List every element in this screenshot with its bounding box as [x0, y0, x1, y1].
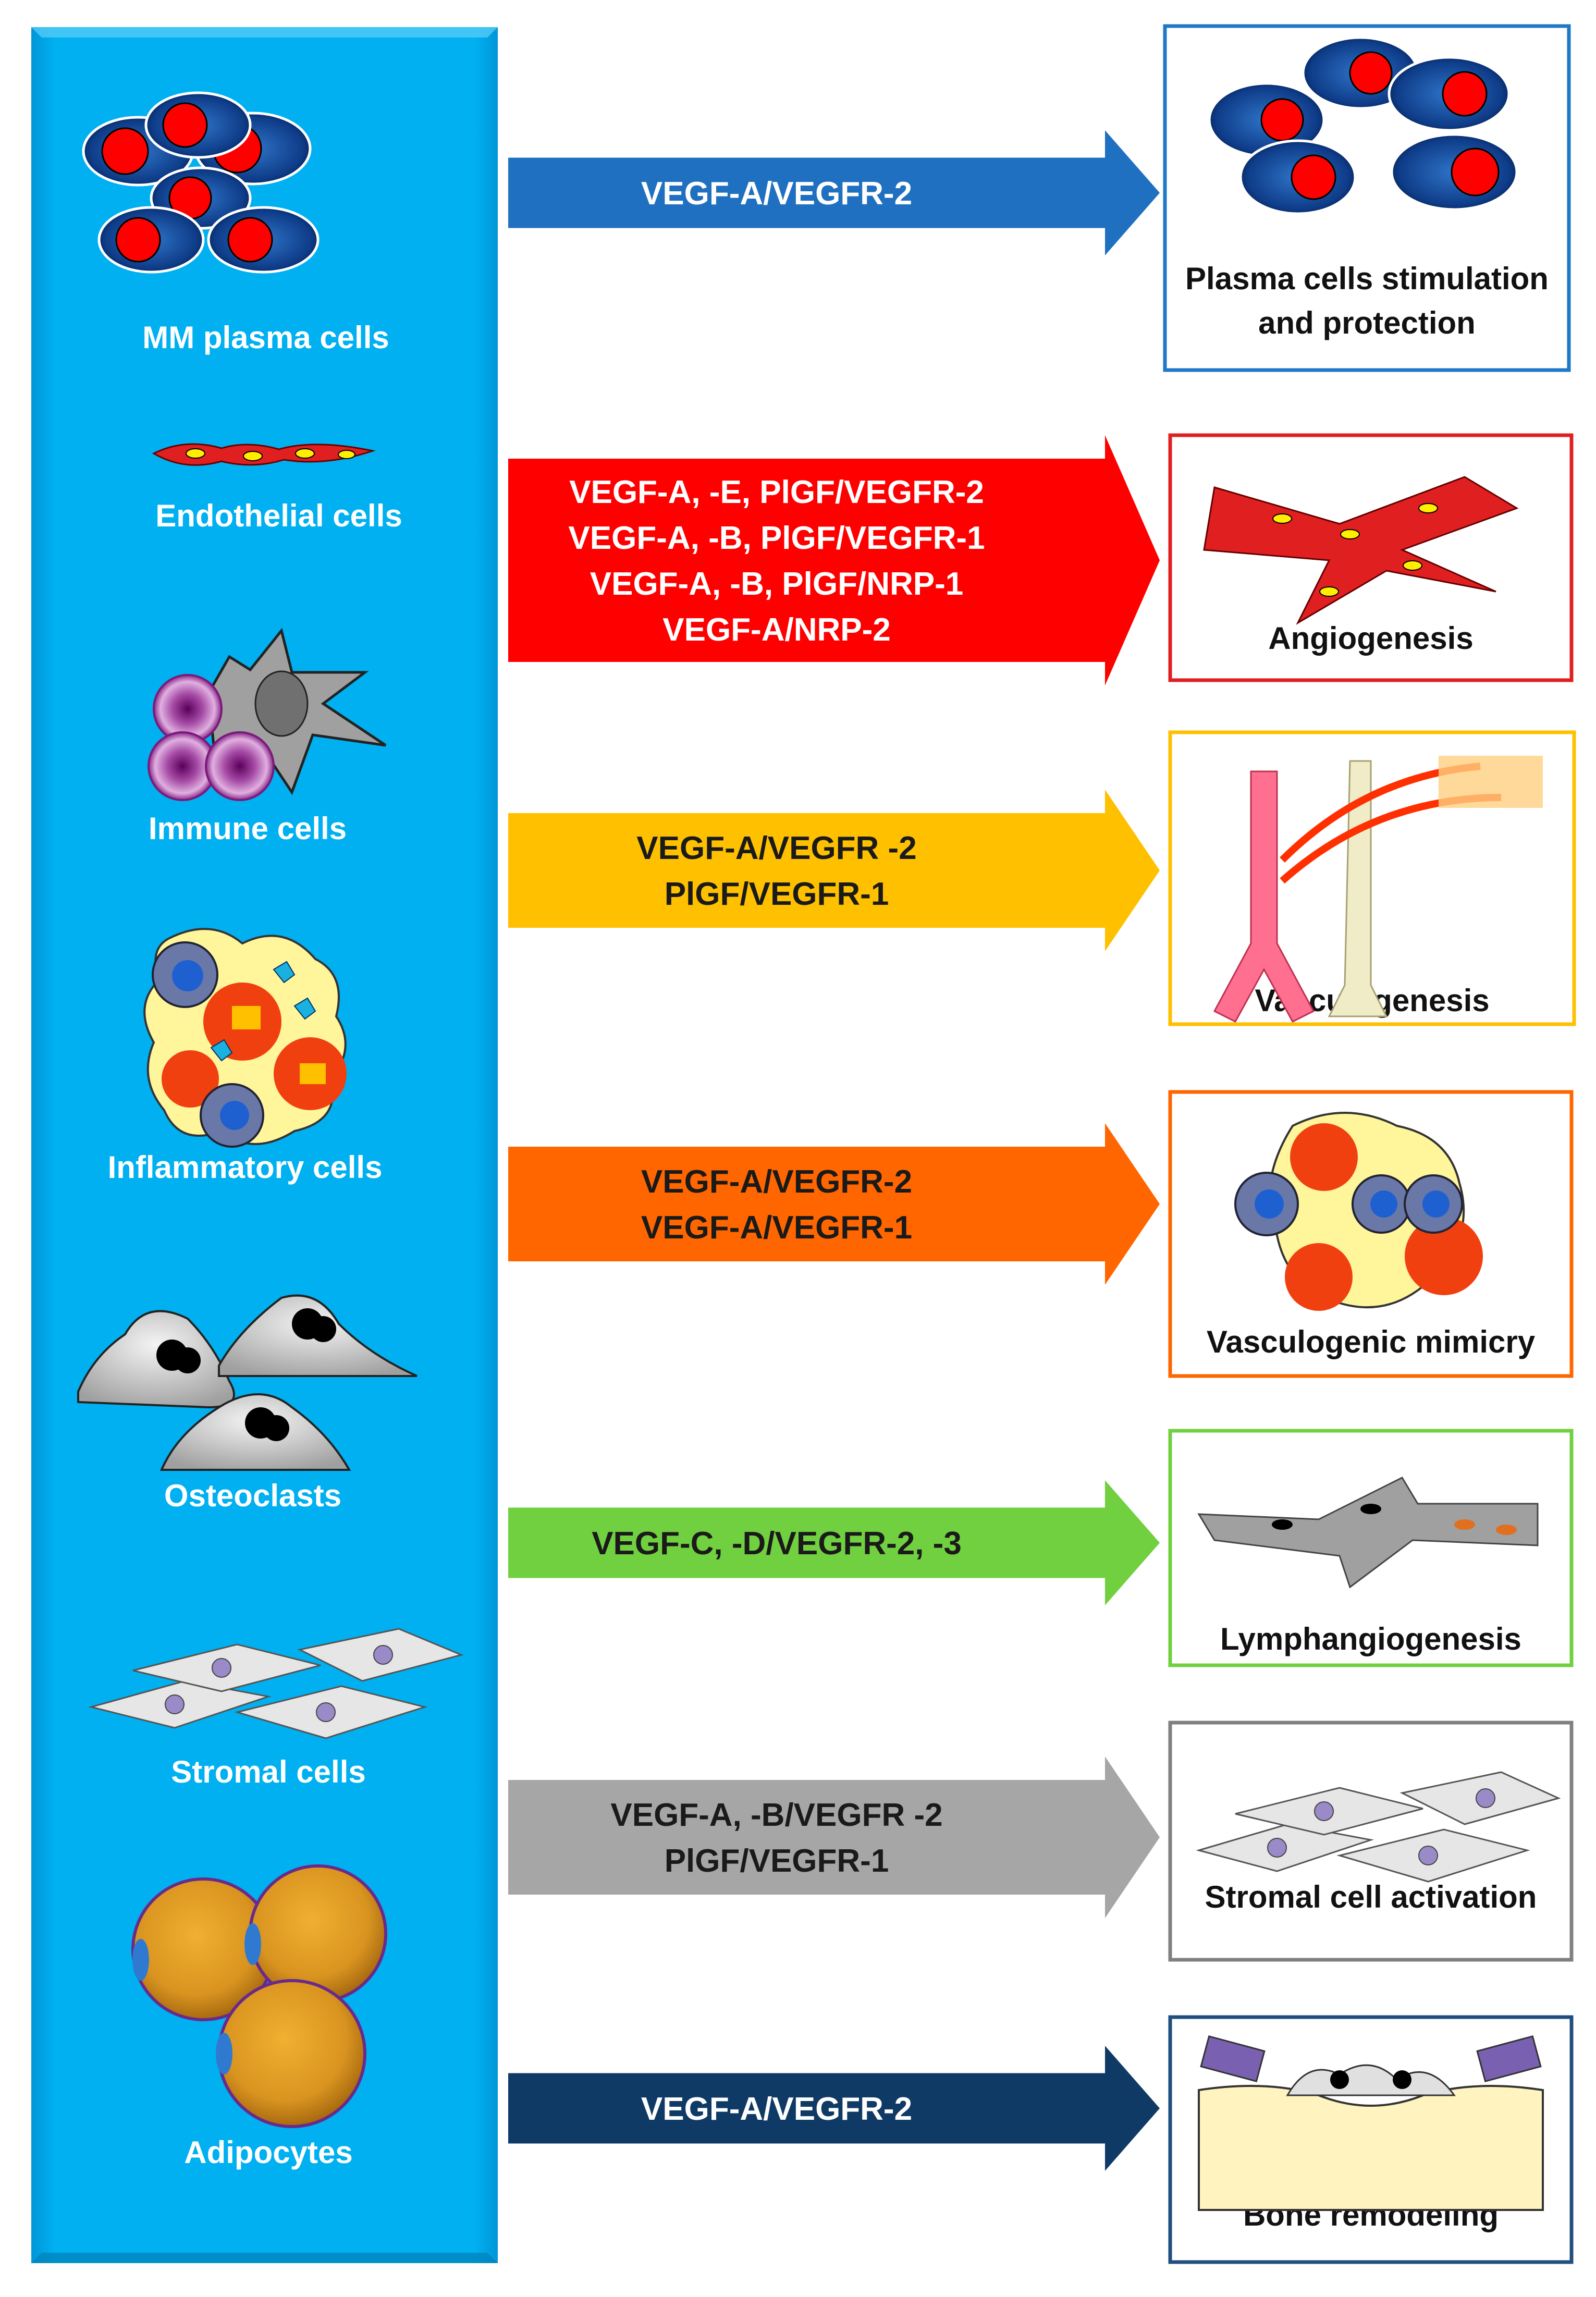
plasma-outcome-icon	[1208, 36, 1518, 215]
pathway-arrow	[508, 1480, 1160, 1605]
outcome-label: Stromal cell activation	[1205, 1880, 1537, 1914]
pathway-label: VEGF-A/VEGFR-2	[641, 2091, 912, 2127]
pathway-label: VEGF-A/VEGFR-1	[641, 1210, 912, 1246]
stromal-cells-icon	[88, 1628, 464, 1739]
outcome-label: and protection	[1258, 305, 1476, 340]
pathway-arrow	[508, 2046, 1160, 2171]
outcome-label: Angiogenesis	[1268, 621, 1473, 656]
pathway-label: VEGF-A, -B, PlGF/VEGFR-1	[568, 520, 985, 556]
cell-label: Stromal cells	[171, 1754, 366, 1789]
pathway-arrow	[508, 1756, 1160, 1918]
vasculogenic-mimicry-icon	[1234, 1112, 1483, 1311]
angiogenesis-icon	[1203, 476, 1519, 625]
vasculogenesis-icon	[1213, 756, 1543, 1023]
stromal-activation-icon	[1196, 1771, 1561, 1883]
cell-label: Immune cells	[149, 811, 347, 846]
plasma-cells-icon	[82, 91, 320, 274]
immune-cells-icon	[148, 628, 387, 801]
pathway-label: VEGF-A, -E, PlGF/VEGFR-2	[569, 474, 984, 510]
pathway-arrow	[508, 435, 1160, 685]
outcome-label: Lymphangiogenesis	[1220, 1622, 1521, 1656]
cell-label: Endothelial cells	[155, 498, 402, 533]
pathway-label: VEGF-A/VEGFR-2	[641, 176, 912, 212]
bone-remodeling-icon	[1198, 2035, 1544, 2211]
cell-label: MM plasma cells	[142, 320, 389, 355]
outcome-label: Plasma cells stimulation	[1185, 261, 1549, 296]
pathway-label: VEGF-C, -D/VEGFR-2, -3	[592, 1526, 962, 1562]
pathway-label: VEGF-A/VEGFR -2	[636, 830, 916, 866]
signaling-row: VEGF-C, -D/VEGFR-2, -3 Lymphangiogenesis	[508, 1429, 1574, 1667]
osteoclasts-icon	[77, 1294, 418, 1471]
cell-label: Osteoclasts	[164, 1478, 341, 1513]
outcome-label: Vasculogenic mimicry	[1207, 1324, 1536, 1359]
pathway-arrow	[508, 790, 1160, 951]
inflammatory-cells-icon	[143, 928, 347, 1148]
lymphangiogenesis-icon	[1197, 1477, 1539, 1589]
pathway-label: VEGF-A, -B/VEGFR -2	[610, 1797, 942, 1833]
pathway-arrow	[508, 130, 1160, 255]
pathway-label: VEGF-A/VEGFR-2	[641, 1164, 912, 1200]
pathway-label: VEGF-A, -B, PlGF/NRP-1	[590, 566, 963, 602]
signaling-row: VEGF-A/VEGFR -2PlGF/VEGFR-1Vasculogenesi…	[508, 730, 1576, 1026]
pathway-label: PlGF/VEGFR-1	[665, 876, 889, 912]
pathway-arrow	[508, 1123, 1160, 1285]
pathway-label: VEGF-A/NRP-2	[662, 612, 890, 648]
adipocytes-icon	[131, 1864, 387, 2128]
cell-label: Adipocytes	[184, 2135, 352, 2170]
cell-label: Inflammatory cells	[108, 1150, 383, 1185]
endothelial-cells-icon	[152, 443, 376, 466]
pathway-label: PlGF/VEGFR-1	[665, 1843, 889, 1879]
